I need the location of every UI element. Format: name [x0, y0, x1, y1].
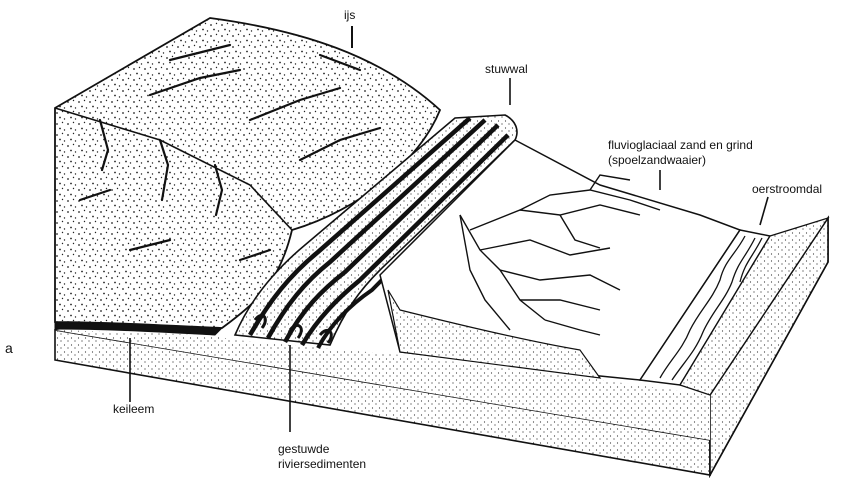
- label-pushed-sediments-2: riviersedimenten: [278, 457, 366, 471]
- label-meltwater-valley: oerstroomdal: [752, 182, 822, 196]
- label-push-moraine: stuwwal: [485, 62, 528, 76]
- label-outwash-sub: (spoelzandwaaier): [608, 153, 706, 167]
- panel-letter: a: [5, 340, 13, 356]
- label-outwash: fluvioglaciaal zand en grind: [608, 138, 753, 152]
- label-pushed-sediments-1: gestuwde: [278, 442, 329, 456]
- label-till: keileem: [113, 402, 154, 416]
- label-ice: ijs: [344, 8, 355, 22]
